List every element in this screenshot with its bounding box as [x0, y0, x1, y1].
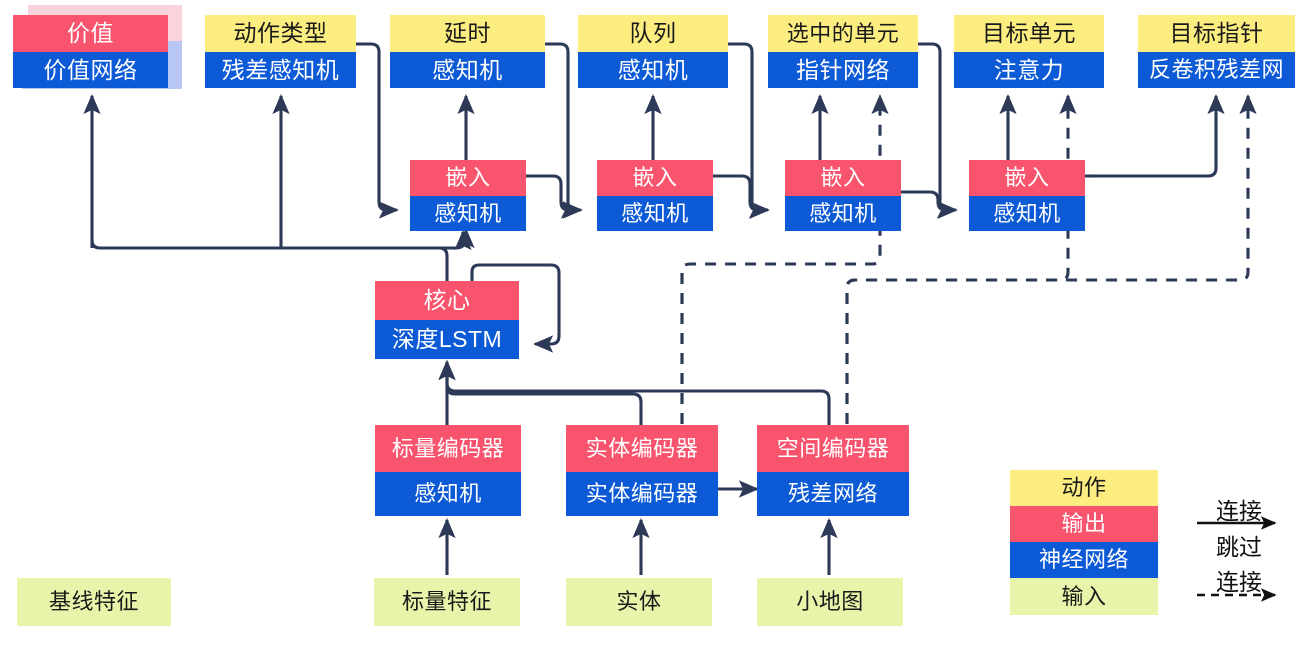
node-value-bottom: 价值网络 [13, 52, 168, 88]
node-value[interactable]: 价值 价值网络 [13, 15, 168, 88]
legend-swatch-stack: 动作 输出 神经网络 输入 [1010, 470, 1158, 615]
node-target-pointer-top: 目标指针 [1138, 15, 1295, 52]
legend-skip-label-line2: 连接 [1216, 569, 1262, 595]
wire-selected-to-embed4 [918, 42, 958, 219]
node-embedding-4-top: 嵌入 [969, 160, 1085, 196]
input-scalar-features-label: 标量特征 [374, 578, 520, 626]
skip-spatialenc-bus-to-targetpointer [845, 93, 1257, 424]
node-spatial-encoder[interactable]: 空间编码器 残差网络 [757, 425, 909, 516]
input-entities-label: 实体 [566, 578, 712, 626]
node-value-top: 价值 [13, 15, 168, 52]
node-embedding-2-bottom: 感知机 [597, 196, 713, 231]
node-delay[interactable]: 延时 感知机 [390, 15, 545, 88]
node-queue-top: 队列 [578, 15, 728, 52]
node-action-type-top: 动作类型 [205, 15, 356, 52]
node-target-unit[interactable]: 目标单元 注意力 [954, 15, 1104, 88]
node-scalar-encoder-top: 标量编码器 [375, 425, 521, 472]
node-entity-encoder-top: 实体编码器 [566, 425, 718, 472]
node-embedding-4-bottom: 感知机 [969, 196, 1085, 231]
node-queue[interactable]: 队列 感知机 [578, 15, 728, 88]
wire-core-to-bus [83, 93, 449, 281]
node-delay-top: 延时 [390, 15, 545, 52]
wire-bus-right-to-embed1 [281, 227, 475, 250]
wire-spatialenc-to-core [438, 359, 831, 425]
node-delay-bottom: 感知机 [390, 52, 545, 88]
wire-embed3-to-embed4 [901, 190, 959, 219]
node-embedding-3-bottom: 感知机 [785, 196, 901, 231]
node-embedding-1[interactable]: 嵌入 感知机 [410, 160, 526, 231]
input-baseline-features-label: 基线特征 [17, 578, 171, 626]
wire-entityenc-to-core [438, 359, 643, 425]
wire-embed1-to-embed2 [526, 174, 582, 219]
node-target-unit-top: 目标单元 [954, 15, 1104, 52]
node-action-type[interactable]: 动作类型 残差感知机 [205, 15, 356, 88]
node-selected-units-top: 选中的单元 [768, 15, 918, 52]
wire-bus-to-embed1 [447, 229, 472, 251]
wire-embed4-to-targetpointer [1085, 93, 1225, 178]
node-entity-encoder[interactable]: 实体编码器 实体编码器 [566, 425, 718, 516]
node-embedding-2[interactable]: 嵌入 感知机 [597, 160, 713, 231]
node-core-top: 核心 [375, 281, 519, 320]
node-scalar-encoder-bottom: 感知机 [375, 472, 521, 516]
node-entity-encoder-bottom: 实体编码器 [566, 472, 718, 516]
node-embedding-2-top: 嵌入 [597, 160, 713, 196]
skip-entityenc-to-selected [680, 93, 889, 424]
node-target-pointer[interactable]: 目标指针 反卷积残差网 [1138, 15, 1295, 88]
node-target-pointer-bottom: 反卷积残差网 [1138, 52, 1295, 88]
wire-delay-to-embed2 [545, 42, 584, 219]
node-target-unit-bottom: 注意力 [954, 52, 1104, 88]
node-embedding-3[interactable]: 嵌入 感知机 [785, 160, 901, 231]
legend-swatch-action: 动作 [1010, 470, 1158, 506]
legend-skip-label-line1: 跳过 [1216, 534, 1262, 560]
legend-swatch-output: 输出 [1010, 506, 1158, 542]
legend-swatch-network: 神经网络 [1010, 542, 1158, 578]
wire-bus-to-actiontype [90, 96, 281, 248]
legend-swatch-input: 输入 [1010, 578, 1158, 615]
legend-connect-label: 连接 [1216, 498, 1262, 524]
input-entities[interactable]: 实体 [566, 578, 712, 626]
node-queue-bottom: 感知机 [578, 52, 728, 88]
input-minimap[interactable]: 小地图 [757, 578, 903, 626]
node-core[interactable]: 核心 深度LSTM [375, 281, 519, 359]
node-embedding-1-bottom: 感知机 [410, 196, 526, 231]
node-spatial-encoder-bottom: 残差网络 [757, 472, 909, 516]
wire-embed2-to-embed3 [713, 174, 771, 219]
node-scalar-encoder[interactable]: 标量编码器 感知机 [375, 425, 521, 516]
node-embedding-1-top: 嵌入 [410, 160, 526, 196]
input-scalar-features[interactable]: 标量特征 [374, 578, 520, 626]
node-embedding-3-top: 嵌入 [785, 160, 901, 196]
input-minimap-label: 小地图 [757, 578, 903, 626]
node-core-bottom: 深度LSTM [375, 320, 519, 359]
node-action-type-bottom: 残差感知机 [205, 52, 356, 88]
node-embedding-4[interactable]: 嵌入 感知机 [969, 160, 1085, 231]
node-selected-units-bottom: 指针网络 [768, 52, 918, 88]
skip-spatialenc-to-targetunit [845, 93, 1077, 424]
node-selected-units[interactable]: 选中的单元 指针网络 [768, 15, 918, 88]
input-baseline-features[interactable]: 基线特征 [17, 578, 171, 626]
wire-queue-to-embed3 [728, 42, 770, 219]
node-spatial-encoder-top: 空间编码器 [757, 425, 909, 472]
